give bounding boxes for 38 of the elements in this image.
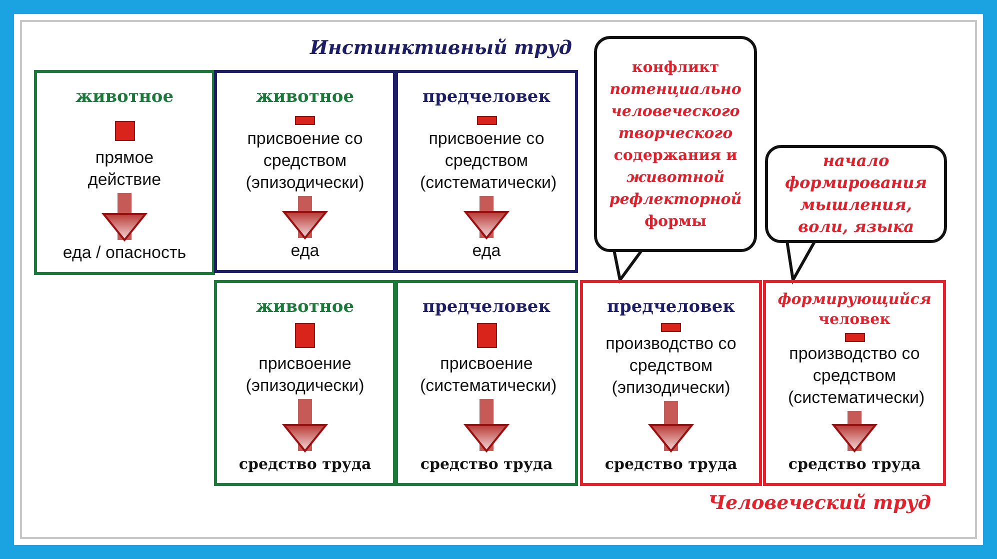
stage-box: [214, 280, 396, 486]
result-text: средство труда: [585, 453, 757, 475]
action-text: присвоение со средством (эпизодически): [239, 128, 371, 194]
bubble-text: конфликт потенциально человеческого творческого содержания и животной рефлекторной формы: [608, 57, 743, 232]
down-arrow: [464, 399, 508, 452]
box-heading: предчеловек: [422, 297, 552, 317]
down-arrow: [649, 401, 693, 452]
box-heading: животное: [254, 87, 356, 107]
stage-box: [34, 70, 215, 275]
stage-box: [214, 70, 396, 273]
box-heading: предчеловек: [422, 87, 552, 107]
speech-bubble: [765, 145, 947, 243]
stage-box: [763, 280, 946, 486]
box-heading: животное: [254, 297, 356, 317]
action-text: производство со средством (эпизодически): [605, 333, 737, 399]
stage-box: [395, 70, 578, 273]
stage-box: [580, 280, 762, 486]
box-heading: формирующийся человек: [776, 289, 932, 329]
down-arrow: [464, 196, 508, 239]
box-heading: животное: [74, 87, 175, 107]
box-heading: предчеловек: [606, 297, 736, 317]
down-arrow: [283, 399, 327, 452]
result-text: средство труда: [219, 453, 391, 475]
result-text: средство труда: [768, 453, 941, 475]
result-text: еда: [400, 240, 573, 262]
speech-bubble: [594, 36, 757, 252]
bubble-text: начало формирования мышления, воли, языка: [784, 150, 928, 238]
section-label: Инстинктивный труд: [310, 37, 572, 59]
down-arrow: [832, 411, 876, 452]
down-arrow: [102, 193, 146, 241]
section-label: Человеческий труд: [708, 492, 931, 514]
result-text: еда / опасность: [39, 242, 210, 264]
down-arrow: [283, 196, 327, 239]
stage-box: [395, 280, 578, 486]
result-text: средство труда: [400, 453, 573, 475]
result-text: еда: [219, 240, 391, 262]
action-text: прямое действие: [77, 147, 172, 191]
action-text: присвоение (эпизодически): [239, 353, 371, 397]
